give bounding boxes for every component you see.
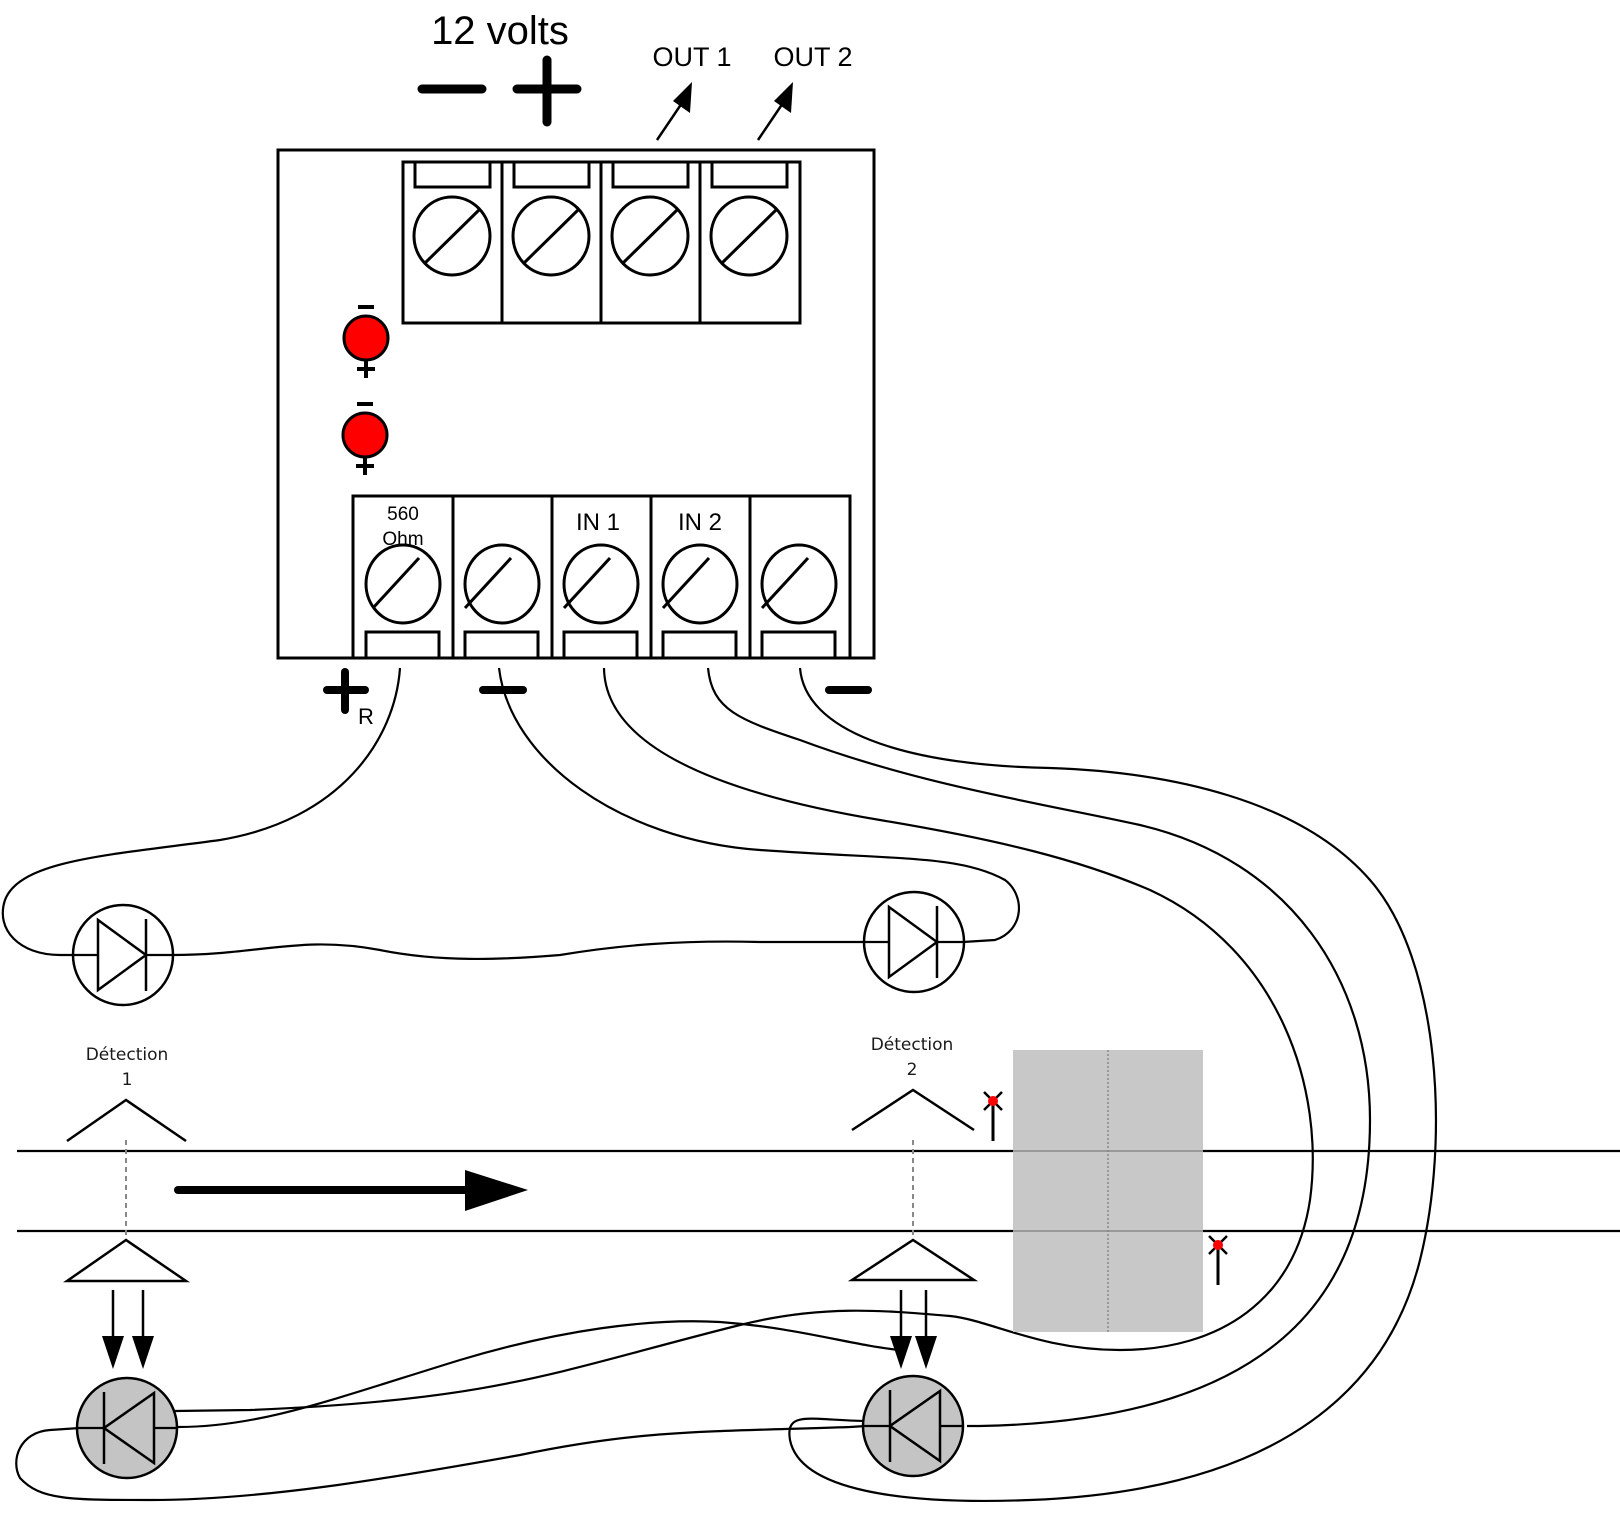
wire-emitter-link <box>171 940 867 961</box>
detection-1-light-arrows-icon <box>102 1290 154 1369</box>
plus-r-marker-icon: R <box>323 668 374 729</box>
terminal-label-in1: IN 1 <box>576 509 620 536</box>
led-2-body <box>341 411 389 459</box>
top-terminal-out2[interactable] <box>709 160 789 277</box>
led-1-body <box>342 314 390 362</box>
wire-plus-r <box>1 667 402 957</box>
emitter-diode-2 <box>862 890 966 994</box>
terminal-label-560: 560 <box>387 504 419 525</box>
out1-arrow-icon <box>655 82 692 141</box>
receiver-diode-2 <box>861 1374 965 1478</box>
emitter-diode-1 <box>71 903 175 1007</box>
bottom-terminal-minus[interactable] <box>463 543 541 660</box>
detection-1-number: 1 <box>122 1070 133 1090</box>
wire-receiver-1-loop <box>15 1424 867 1502</box>
plus-r-sub: R <box>358 704 374 729</box>
top-terminal-supply-minus[interactable] <box>412 160 492 277</box>
track <box>17 1149 1620 1233</box>
detection-2-lower-sensor-icon <box>847 1238 979 1282</box>
signal-1-icon <box>983 1091 1003 1141</box>
out2-arrow-icon <box>756 82 793 141</box>
receiver-diode-1 <box>75 1376 179 1480</box>
wire-minus-to-emitter-2 <box>497 667 1020 944</box>
wire-in1 <box>174 667 1314 1413</box>
detection-2-number: 2 <box>907 1060 918 1080</box>
signal-2-icon <box>1208 1235 1228 1285</box>
occupied-zone <box>1013 1050 1203 1332</box>
detection-2-upper-sensor-icon <box>851 1088 975 1132</box>
bottom-terminal-in2[interactable]: IN 2 <box>661 509 739 660</box>
out1-label: OUT 1 <box>652 42 731 72</box>
detection-2-title: Détection <box>871 1035 954 1055</box>
wire-receiver-1-to-2 <box>177 1320 901 1429</box>
top-terminal-out1[interactable] <box>610 160 690 277</box>
direction-arrow-icon <box>174 1170 528 1211</box>
detection-1-lower-sensor-icon <box>63 1238 191 1283</box>
bottom-terminal-in1[interactable]: IN 1 <box>562 509 640 660</box>
out2-label: OUT 2 <box>773 42 852 72</box>
detection-2-light-arrows-icon <box>890 1290 937 1369</box>
terminal-label-ohm: Ohm <box>382 529 423 550</box>
bottom-terminal-560ohm[interactable]: 560 Ohm <box>364 504 442 660</box>
wire-minus-2 <box>788 667 1438 1503</box>
wire-in2 <box>706 667 1372 1428</box>
detection-1-title: Détection <box>86 1045 169 1065</box>
supply-plus-icon <box>512 55 582 127</box>
supply-label: 12 volts <box>431 9 569 53</box>
top-terminal-supply-plus[interactable] <box>511 160 591 277</box>
terminal-label-in2: IN 2 <box>678 509 722 536</box>
detection-1-upper-sensor-icon <box>66 1098 187 1143</box>
indicator-led-2 <box>341 402 389 475</box>
indicator-led-1 <box>342 305 390 378</box>
bottom-terminal-minus-2[interactable] <box>760 543 838 660</box>
